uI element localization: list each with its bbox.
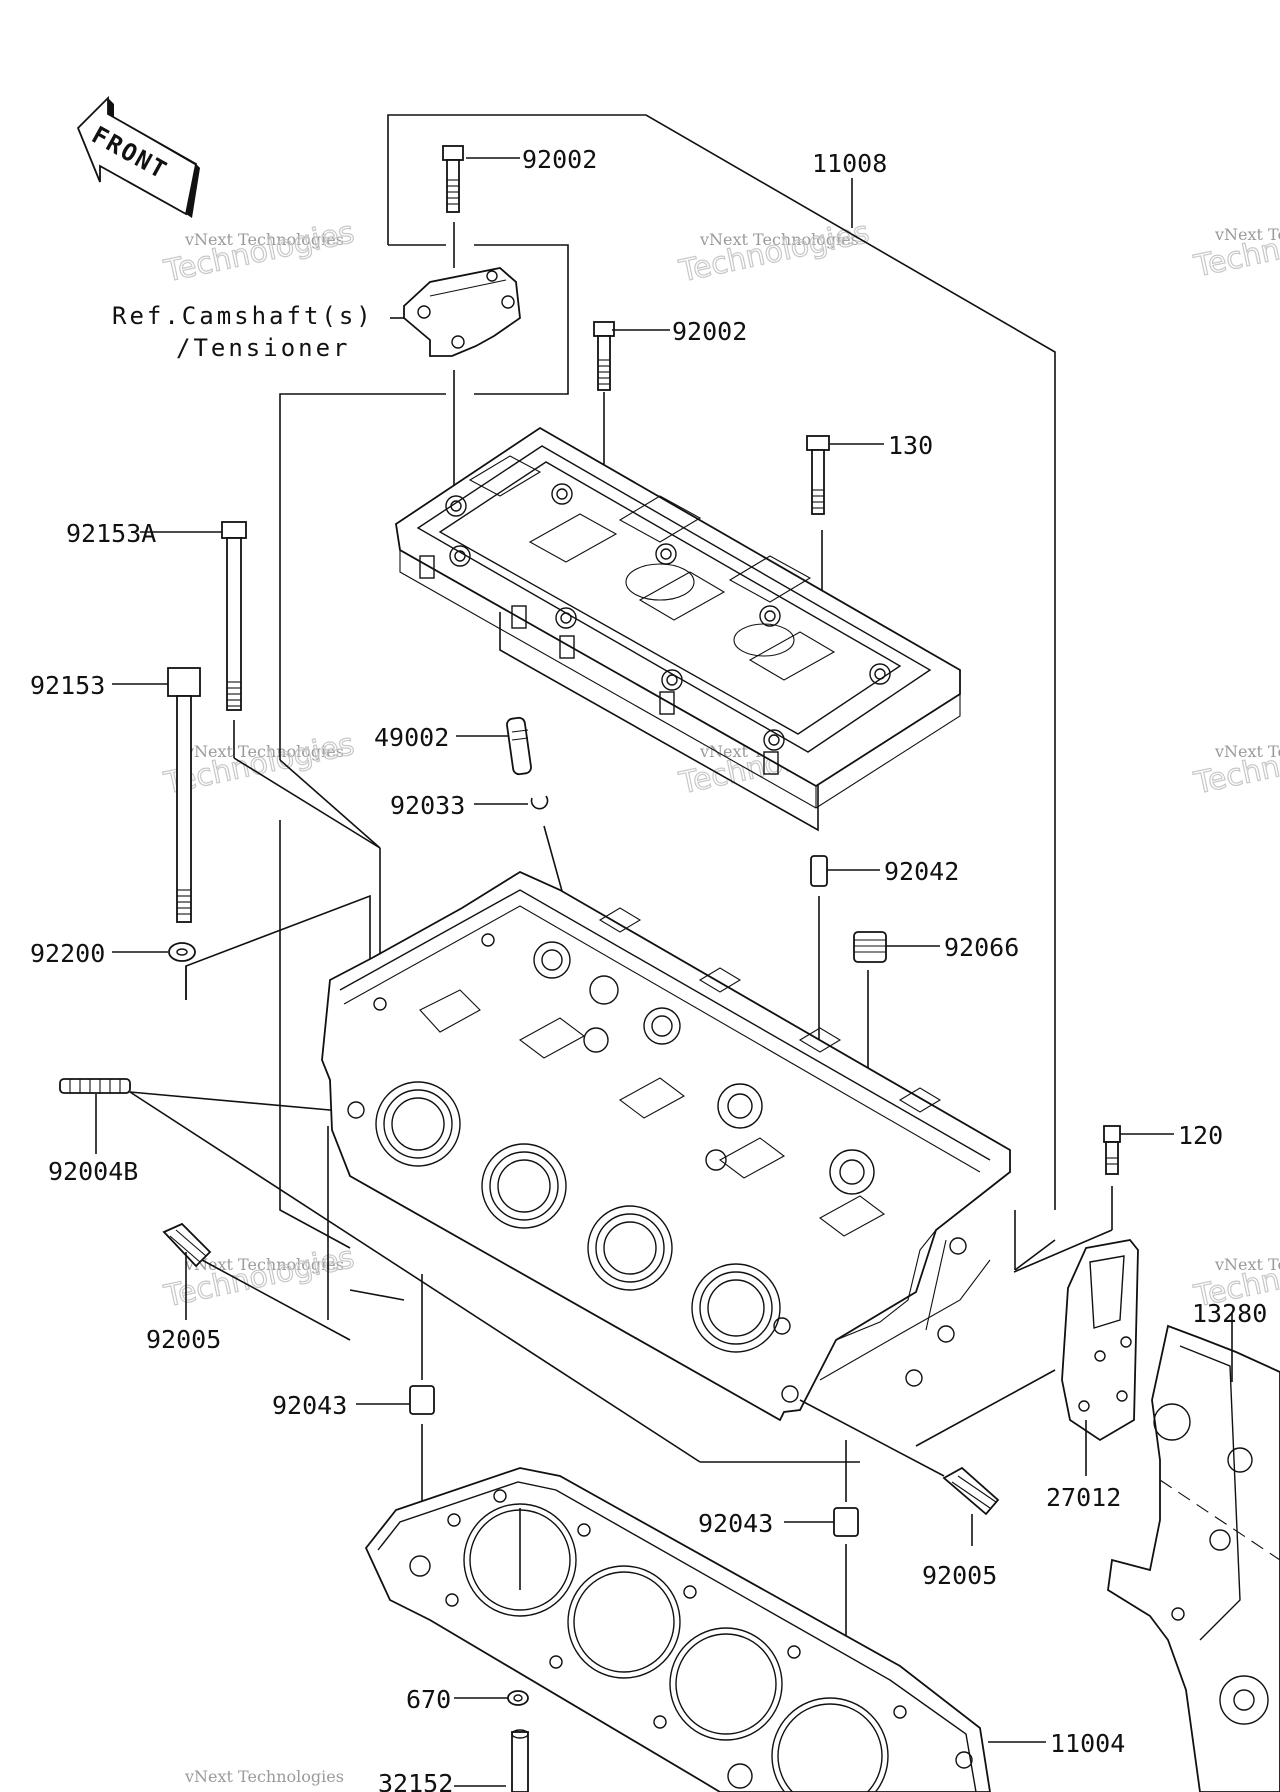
fitting-92005-right <box>799 1399 1000 1516</box>
assembly-outline-lines <box>185 114 1056 1447</box>
part-number-92043: 92043 <box>272 1391 347 1420</box>
front-arrow-icon: FRONT <box>76 95 200 218</box>
camshaft-cap-frame <box>395 426 961 809</box>
pipe-32152 <box>511 1729 529 1792</box>
dowel-92043-left <box>409 1274 435 1560</box>
part-number-92200: 92200 <box>30 939 105 968</box>
part-number-92004B: 92004B <box>48 1157 138 1186</box>
head-bolt-92153 <box>167 667 201 923</box>
oring-670 <box>507 1690 529 1706</box>
bolt-92002-upper <box>442 145 464 213</box>
part-number-92153A: 92153A <box>66 519 156 548</box>
camshaft-holder-bracket <box>403 222 521 500</box>
part-number-120: 120 <box>1178 1121 1223 1150</box>
part-number-32152: 32152 <box>378 1769 453 1792</box>
part-number-92153: 92153 <box>30 671 105 700</box>
watermark-text: vNext Technologies <box>1214 1255 1280 1274</box>
watermark-text: vNext Technologies <box>699 230 859 249</box>
reference-label-line1: Ref.Camshaft(s) <box>112 302 374 330</box>
housing-13280 <box>1107 1312 1280 1792</box>
leader-lines <box>95 157 1174 1787</box>
head-bolt-92153A <box>221 521 381 849</box>
part-number-callouts: 92002 11008 92002 130 92153A 92153 49002… <box>30 145 1267 1792</box>
fitting-92005-left <box>162 1222 351 1341</box>
watermark-text: Technologies <box>676 215 873 290</box>
part-number-92002: 92002 <box>672 317 747 346</box>
watermark-text: vNext Technologies <box>184 1767 344 1786</box>
part-number-92066: 92066 <box>944 933 1019 962</box>
part-number-92043: 92043 <box>698 1509 773 1538</box>
stud-92004B <box>59 1078 860 1463</box>
reference-label-line2: /Tensioner <box>176 334 351 362</box>
watermark-text: Technologies <box>1191 727 1280 802</box>
part-number-92042: 92042 <box>884 857 959 886</box>
bolt-92002-lower <box>593 321 615 466</box>
part-number-670: 670 <box>406 1685 451 1714</box>
part-number-130: 130 <box>888 431 933 460</box>
watermark-text: vNext Technologies <box>184 742 344 761</box>
part-number-92002: 92002 <box>522 145 597 174</box>
bolt-120 <box>1013 1125 1121 1273</box>
watermark-text: vNext Technologies <box>184 230 344 249</box>
part-number-92033: 92033 <box>390 791 465 820</box>
head-gasket-11004 <box>364 1467 991 1792</box>
bolt-130 <box>806 435 830 515</box>
watermark-text: vNext Technologies <box>184 1255 344 1274</box>
watermark-text: vNext Technologies <box>1214 742 1280 761</box>
part-number-92005: 92005 <box>922 1561 997 1590</box>
bracket-27012 <box>1061 1239 1139 1476</box>
watermark-text: Technologies <box>1191 210 1280 285</box>
watermark-text: Technologies <box>161 215 358 290</box>
part-number-49002: 49002 <box>374 723 449 752</box>
washer-92200 <box>168 942 196 962</box>
part-number-13280: 13280 <box>1192 1299 1267 1328</box>
part-number-92005: 92005 <box>146 1325 221 1354</box>
part-number-11004: 11004 <box>1050 1729 1125 1758</box>
watermark-text: vNext Technologies <box>1214 225 1280 244</box>
part-number-27012: 27012 <box>1046 1483 1121 1512</box>
cylinder-head <box>321 870 1011 1422</box>
valve-lifter-49002 <box>506 716 532 776</box>
part-number-11008: 11008 <box>812 149 887 178</box>
